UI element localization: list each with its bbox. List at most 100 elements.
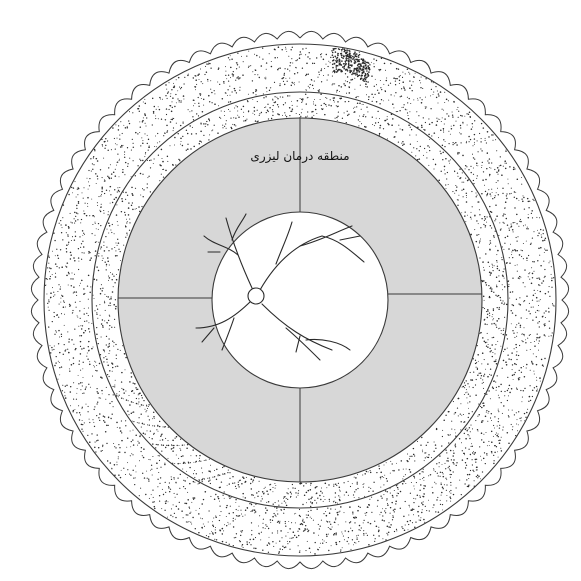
stipple-dot bbox=[276, 97, 277, 98]
stipple-dot bbox=[382, 538, 383, 539]
stipple-dot bbox=[464, 394, 465, 395]
stipple-dot bbox=[215, 527, 216, 528]
stipple-dot bbox=[396, 68, 398, 70]
stipple-dot bbox=[440, 500, 441, 501]
stipple-dot bbox=[502, 300, 503, 301]
stipple-dot bbox=[479, 209, 480, 210]
stipple-dot bbox=[180, 474, 181, 475]
stipple-dot bbox=[462, 122, 463, 123]
stipple-dot bbox=[274, 96, 275, 97]
stipple-dot bbox=[519, 221, 520, 222]
stipple-dot bbox=[448, 100, 449, 101]
stipple-dot bbox=[471, 128, 473, 130]
stipple-dot bbox=[477, 151, 478, 152]
stipple-dot bbox=[172, 107, 173, 108]
stipple-dot bbox=[131, 376, 133, 378]
stipple-dot bbox=[532, 273, 534, 275]
stipple-dot bbox=[420, 146, 421, 147]
stipple-dot bbox=[443, 420, 445, 422]
stipple-dot bbox=[499, 222, 500, 223]
stipple-dot bbox=[351, 55, 352, 56]
stipple-dot bbox=[373, 63, 374, 64]
stipple-dot bbox=[472, 387, 473, 388]
stipple-dot bbox=[361, 123, 362, 124]
stipple-dot bbox=[53, 312, 54, 313]
stipple-dot bbox=[150, 470, 151, 471]
stipple-dot bbox=[324, 68, 325, 69]
stipple-dot bbox=[407, 97, 408, 98]
stipple-dot bbox=[436, 429, 438, 431]
stipple-dot bbox=[349, 70, 351, 72]
stipple-dot bbox=[368, 487, 369, 488]
stipple-dot bbox=[504, 349, 506, 351]
stipple-dot bbox=[491, 441, 493, 443]
stipple-dot bbox=[271, 66, 273, 68]
stipple-dot bbox=[93, 365, 94, 366]
stipple-dot bbox=[387, 504, 389, 506]
stipple-dot bbox=[298, 493, 299, 494]
stipple-dot bbox=[399, 80, 400, 81]
stipple-dot bbox=[473, 183, 474, 184]
stipple-dot bbox=[224, 491, 225, 492]
stipple-dot bbox=[150, 167, 151, 168]
stipple-dot bbox=[320, 94, 322, 96]
stipple-dot bbox=[490, 249, 491, 250]
stipple-dot bbox=[250, 483, 251, 484]
stipple-dot bbox=[388, 526, 390, 528]
stipple-dot bbox=[487, 455, 488, 456]
stipple-dot bbox=[66, 385, 67, 386]
stipple-dot bbox=[53, 292, 54, 293]
stipple-dot bbox=[531, 267, 532, 268]
stipple-dot bbox=[60, 249, 61, 250]
stipple-dot bbox=[395, 80, 396, 81]
stipple-dot bbox=[360, 530, 361, 531]
stipple-dot bbox=[334, 71, 336, 73]
stipple-dot bbox=[307, 531, 308, 532]
stipple-dot bbox=[486, 311, 487, 312]
stipple-dot bbox=[536, 297, 538, 299]
stipple-dot bbox=[71, 240, 72, 241]
stipple-dot bbox=[530, 349, 531, 350]
stipple-dot bbox=[361, 58, 363, 60]
stipple-dot bbox=[299, 551, 300, 552]
stipple-dot bbox=[118, 474, 120, 476]
stipple-dot bbox=[335, 483, 336, 484]
stipple-dot bbox=[467, 383, 468, 384]
stipple-dot bbox=[538, 310, 539, 311]
stipple-dot bbox=[275, 101, 276, 102]
stipple-dot bbox=[466, 141, 467, 142]
stipple-dot bbox=[491, 420, 492, 421]
stipple-dot bbox=[139, 105, 141, 107]
stipple-dot bbox=[444, 166, 446, 168]
stipple-dot bbox=[246, 541, 247, 542]
stipple-dot bbox=[95, 242, 96, 243]
stipple-dot bbox=[502, 246, 503, 247]
stipple-dot bbox=[163, 426, 164, 427]
stipple-dot bbox=[319, 89, 320, 90]
stipple-dot bbox=[353, 73, 355, 75]
stipple-dot bbox=[502, 215, 503, 216]
stipple-dot bbox=[301, 99, 303, 101]
stipple-dot bbox=[128, 202, 129, 203]
stipple-dot bbox=[511, 424, 512, 425]
stipple-dot bbox=[468, 114, 469, 115]
stipple-dot bbox=[196, 461, 197, 462]
stipple-dot bbox=[285, 115, 286, 116]
stipple-dot bbox=[121, 146, 122, 147]
stipple-dot bbox=[444, 169, 445, 170]
stipple-dot bbox=[109, 316, 110, 317]
stipple-dot bbox=[81, 348, 82, 349]
stipple-dot bbox=[67, 349, 68, 350]
stipple-dot bbox=[423, 477, 424, 478]
stipple-dot bbox=[349, 67, 351, 69]
stipple-dot bbox=[513, 169, 515, 171]
stipple-dot bbox=[86, 320, 87, 321]
stipple-dot bbox=[483, 280, 485, 282]
stipple-dot bbox=[453, 450, 454, 451]
stipple-dot bbox=[209, 477, 210, 478]
stipple-dot bbox=[488, 390, 489, 391]
stipple-dot bbox=[415, 521, 416, 522]
stipple-dot bbox=[483, 402, 485, 404]
stipple-dot bbox=[101, 191, 103, 193]
stipple-dot bbox=[236, 62, 237, 63]
